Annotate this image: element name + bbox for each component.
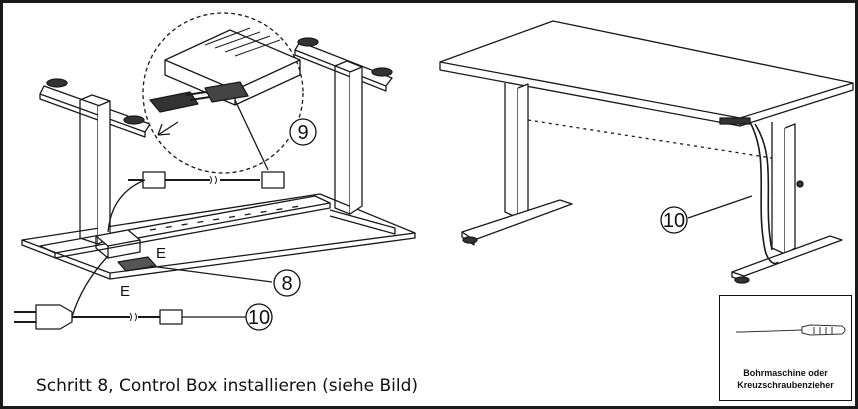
tool-label-line2: Kreuzschraubenzieher	[737, 380, 834, 390]
tool-label-line1: Bohrmaschine oder	[743, 368, 828, 378]
assembled-desk	[439, 20, 854, 284]
e-label-lower: E	[120, 283, 130, 300]
part-8-label: 8	[281, 273, 292, 295]
tabletop-underside	[21, 193, 416, 280]
leader-10-right	[687, 195, 753, 219]
detail-inset	[142, 12, 304, 174]
part-10-right-label: 10	[663, 210, 685, 232]
e-label-upper: E	[156, 245, 166, 262]
frame-crossbar	[39, 195, 331, 259]
part-10-cable-label: 10	[248, 307, 270, 329]
step-caption: Schritt 8, Control Box installieren (sie…	[36, 376, 419, 396]
control-box	[95, 229, 157, 272]
leader-8	[149, 265, 273, 283]
callout-8: 8	[273, 269, 301, 297]
part-9-label: 9	[297, 122, 308, 144]
cable-9	[107, 99, 285, 233]
power-cable	[14, 255, 246, 330]
callout-9: 9	[289, 118, 317, 146]
callout-10-right: 10	[660, 206, 688, 234]
screwdriver-icon	[736, 324, 846, 336]
tool-label: Bohrmaschine oder Kreuzschraubenzieher	[720, 367, 851, 391]
left-leg	[39, 78, 151, 245]
tool-box: Bohrmaschine oder Kreuzschraubenzieher	[719, 295, 852, 401]
callout-10-cable: 10	[245, 303, 273, 331]
right-leg	[294, 37, 396, 235]
